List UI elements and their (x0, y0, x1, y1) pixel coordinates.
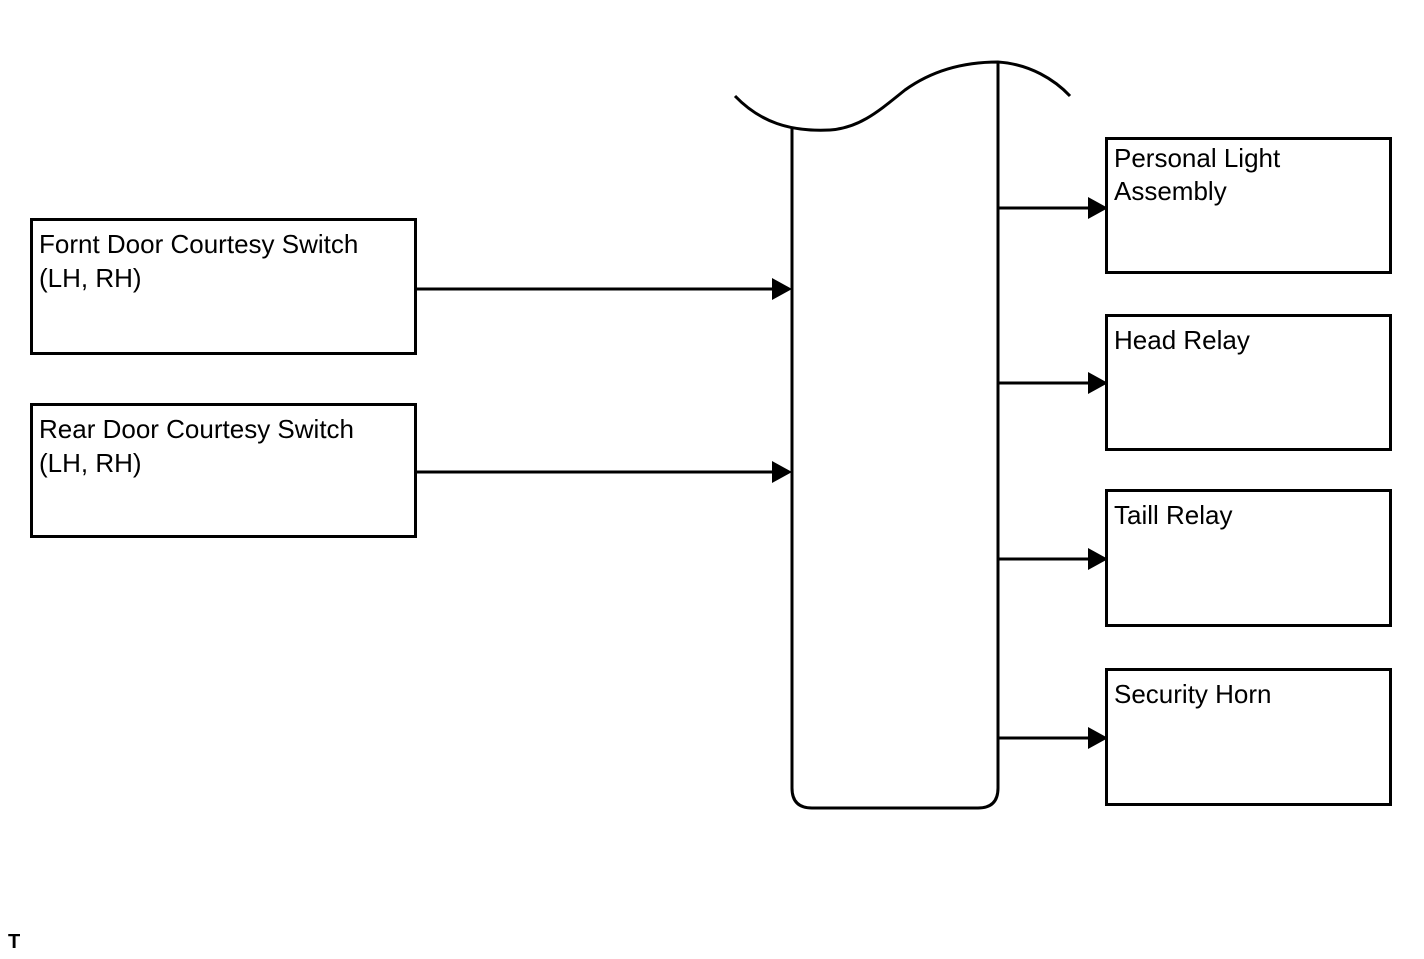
front-door-courtesy-switch-box: Fornt Door Courtesy Switch (LH, RH) (30, 218, 417, 355)
taill-relay-box: Taill Relay (1105, 489, 1392, 627)
security-horn-box: Security Horn (1105, 668, 1392, 806)
head-relay-box: Head Relay (1105, 314, 1392, 451)
personal-light-assembly-label: Personal Light Assembly (1114, 142, 1280, 208)
central-ecu (733, 60, 1072, 810)
rear-door-courtesy-switch-label: Rear Door Courtesy Switch (LH, RH) (39, 412, 354, 480)
ecu-body-outline (790, 62, 1000, 810)
arrow-front-door-to-ecu (416, 278, 792, 300)
label-line: (LH, RH) (39, 263, 142, 293)
label-line: Personal Light (1114, 143, 1281, 173)
label-line: Fornt Door Courtesy Switch (39, 229, 359, 259)
arrow-ecu-to-taill-relay (998, 548, 1108, 570)
footer-mark: T (8, 931, 21, 953)
label-line: Assembly (1114, 176, 1227, 206)
label-line: (LH, RH) (39, 448, 142, 478)
head-relay-label: Head Relay (1114, 323, 1250, 357)
security-horn-label: Security Horn (1114, 677, 1272, 711)
input-connectors (416, 278, 792, 483)
arrow-ecu-to-personal-light (998, 197, 1108, 219)
label-line: Taill Relay (1114, 500, 1233, 530)
label-line: Rear Door Courtesy Switch (39, 414, 354, 444)
front-door-courtesy-switch-label: Fornt Door Courtesy Switch (LH, RH) (39, 227, 358, 295)
ecu-break-line (733, 60, 1072, 132)
label-line: Head Relay (1114, 325, 1250, 355)
arrow-rear-door-to-ecu (416, 461, 792, 483)
label-line: Security Horn (1114, 679, 1272, 709)
output-connectors (998, 197, 1108, 749)
taill-relay-label: Taill Relay (1114, 498, 1233, 532)
arrow-ecu-to-security-horn (998, 727, 1108, 749)
arrow-ecu-to-head-relay (998, 372, 1108, 394)
personal-light-assembly-box: Personal Light Assembly (1105, 137, 1392, 274)
rear-door-courtesy-switch-box: Rear Door Courtesy Switch (LH, RH) (30, 403, 417, 538)
